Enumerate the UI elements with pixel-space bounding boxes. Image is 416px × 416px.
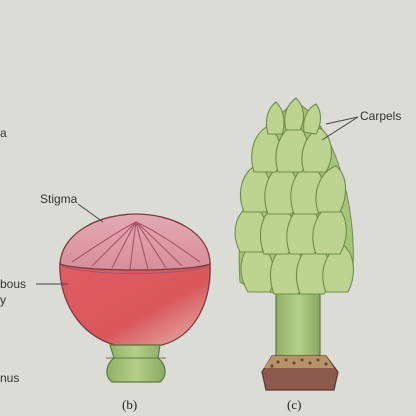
panel-b-caption: (b)	[122, 397, 138, 412]
carpels-pointer-line-2	[321, 116, 359, 141]
left-edge-label-nus: nus	[0, 371, 20, 385]
left-edge-label-y: y	[0, 293, 6, 307]
left-edge-label-bous: bous	[0, 277, 27, 291]
panel-c-carpels	[234, 97, 354, 391]
carpels-label: Carpels	[360, 109, 402, 123]
panel-b-pistil	[59, 213, 211, 383]
panel-c-caption: (c)	[287, 397, 302, 412]
stigma-pointer-line	[77, 203, 104, 223]
left-edge-label-a: a	[0, 126, 7, 140]
stigma-label: Stigma	[40, 192, 78, 206]
carpels-pointer-line-1	[325, 116, 359, 125]
